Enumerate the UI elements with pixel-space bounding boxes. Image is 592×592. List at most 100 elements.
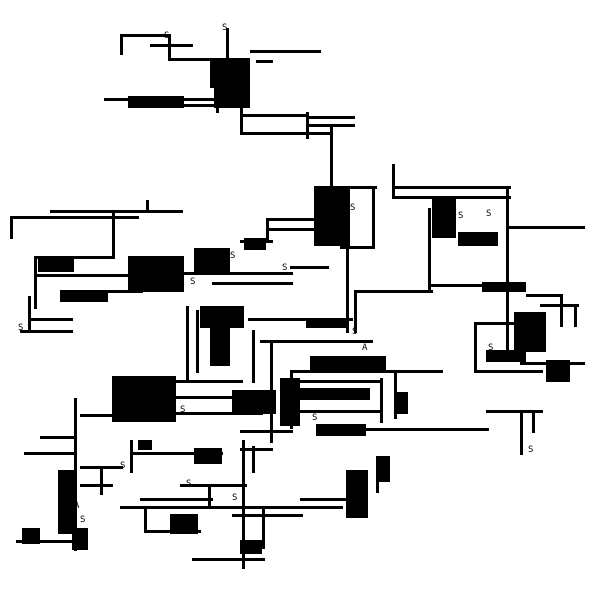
corridor — [300, 410, 383, 413]
corridor — [354, 290, 357, 333]
room-block — [214, 88, 250, 108]
corridor — [340, 246, 375, 249]
corridor — [506, 226, 585, 229]
corridor — [150, 44, 193, 47]
corridor — [252, 330, 255, 383]
corridor — [240, 114, 309, 117]
corridor — [520, 362, 585, 365]
corridor — [290, 380, 383, 383]
corridor — [346, 246, 349, 333]
stair-marker: S — [350, 203, 355, 213]
corridor — [80, 414, 123, 417]
corridor — [330, 124, 333, 193]
corridor — [240, 132, 333, 135]
corridor — [112, 210, 115, 259]
room-block — [482, 282, 526, 292]
corridor — [232, 514, 303, 517]
corridor — [170, 396, 243, 399]
corridor — [196, 310, 199, 373]
corridor — [192, 558, 265, 561]
room-block — [200, 306, 244, 328]
corridor — [34, 274, 133, 277]
corridor — [526, 294, 563, 297]
room-block — [396, 392, 408, 414]
room-block — [546, 360, 570, 382]
room-block — [194, 248, 230, 272]
corridor — [120, 506, 343, 509]
corridor — [356, 290, 433, 293]
corridor — [376, 456, 379, 493]
corridor — [372, 186, 375, 249]
corridor — [486, 410, 543, 413]
corridor — [330, 186, 377, 189]
corridor — [28, 318, 73, 321]
room-block — [306, 318, 346, 328]
corridor — [216, 84, 219, 113]
corridor — [28, 296, 31, 333]
corridor — [60, 290, 143, 293]
corridor — [242, 440, 245, 569]
corridor — [252, 446, 255, 473]
corridor — [120, 34, 171, 37]
corridor — [16, 540, 77, 543]
corridor — [306, 116, 355, 119]
stair-marker: S — [186, 479, 191, 489]
corridor — [474, 370, 543, 373]
corridor — [100, 466, 103, 495]
corridor — [184, 98, 217, 101]
stair-marker: S — [312, 413, 317, 423]
room-block — [170, 514, 198, 534]
corridor — [392, 164, 395, 199]
room-block — [138, 440, 152, 450]
corridor — [540, 304, 579, 307]
stair-marker: S — [486, 209, 491, 219]
room-block — [280, 378, 300, 426]
corridor — [256, 60, 273, 63]
corridor — [184, 104, 217, 107]
room-block — [240, 540, 262, 554]
corridor — [474, 322, 477, 373]
room-block — [244, 238, 266, 250]
stair-marker: S — [180, 405, 185, 415]
corridor — [104, 98, 133, 101]
corridor — [270, 340, 273, 443]
corridor — [80, 484, 113, 487]
stair-marker: S — [190, 277, 195, 287]
room-block — [314, 186, 350, 246]
corridor — [140, 498, 213, 501]
corridor — [146, 200, 149, 213]
room-block — [194, 448, 222, 464]
corridor — [10, 216, 13, 239]
stair-marker: S — [232, 493, 237, 503]
stair-marker: S — [120, 461, 125, 471]
stair-marker: S — [378, 365, 383, 375]
room-block — [38, 258, 74, 272]
corridor — [130, 440, 133, 473]
room-block — [128, 256, 184, 292]
corridor — [266, 228, 315, 231]
stair-marker: S — [458, 211, 463, 221]
corridor — [170, 380, 243, 383]
corridor — [24, 452, 77, 455]
stair-marker: S — [270, 391, 275, 401]
room-block — [316, 424, 366, 436]
room-block — [210, 58, 250, 88]
stair-marker: S — [230, 251, 235, 261]
altar-marker: A — [362, 343, 368, 353]
stair-marker: S — [528, 445, 533, 455]
corridor — [366, 428, 489, 431]
stair-marker: S — [488, 343, 493, 353]
room-block — [72, 528, 88, 550]
room-block — [300, 388, 370, 400]
corridor — [20, 330, 73, 333]
room-block — [458, 232, 498, 246]
room-block — [346, 470, 368, 518]
corridor — [186, 306, 189, 383]
corridor — [392, 186, 511, 189]
corridor — [130, 452, 223, 455]
altar-marker: A — [74, 501, 80, 511]
stair-marker: S — [222, 23, 227, 33]
corridor — [394, 370, 397, 419]
